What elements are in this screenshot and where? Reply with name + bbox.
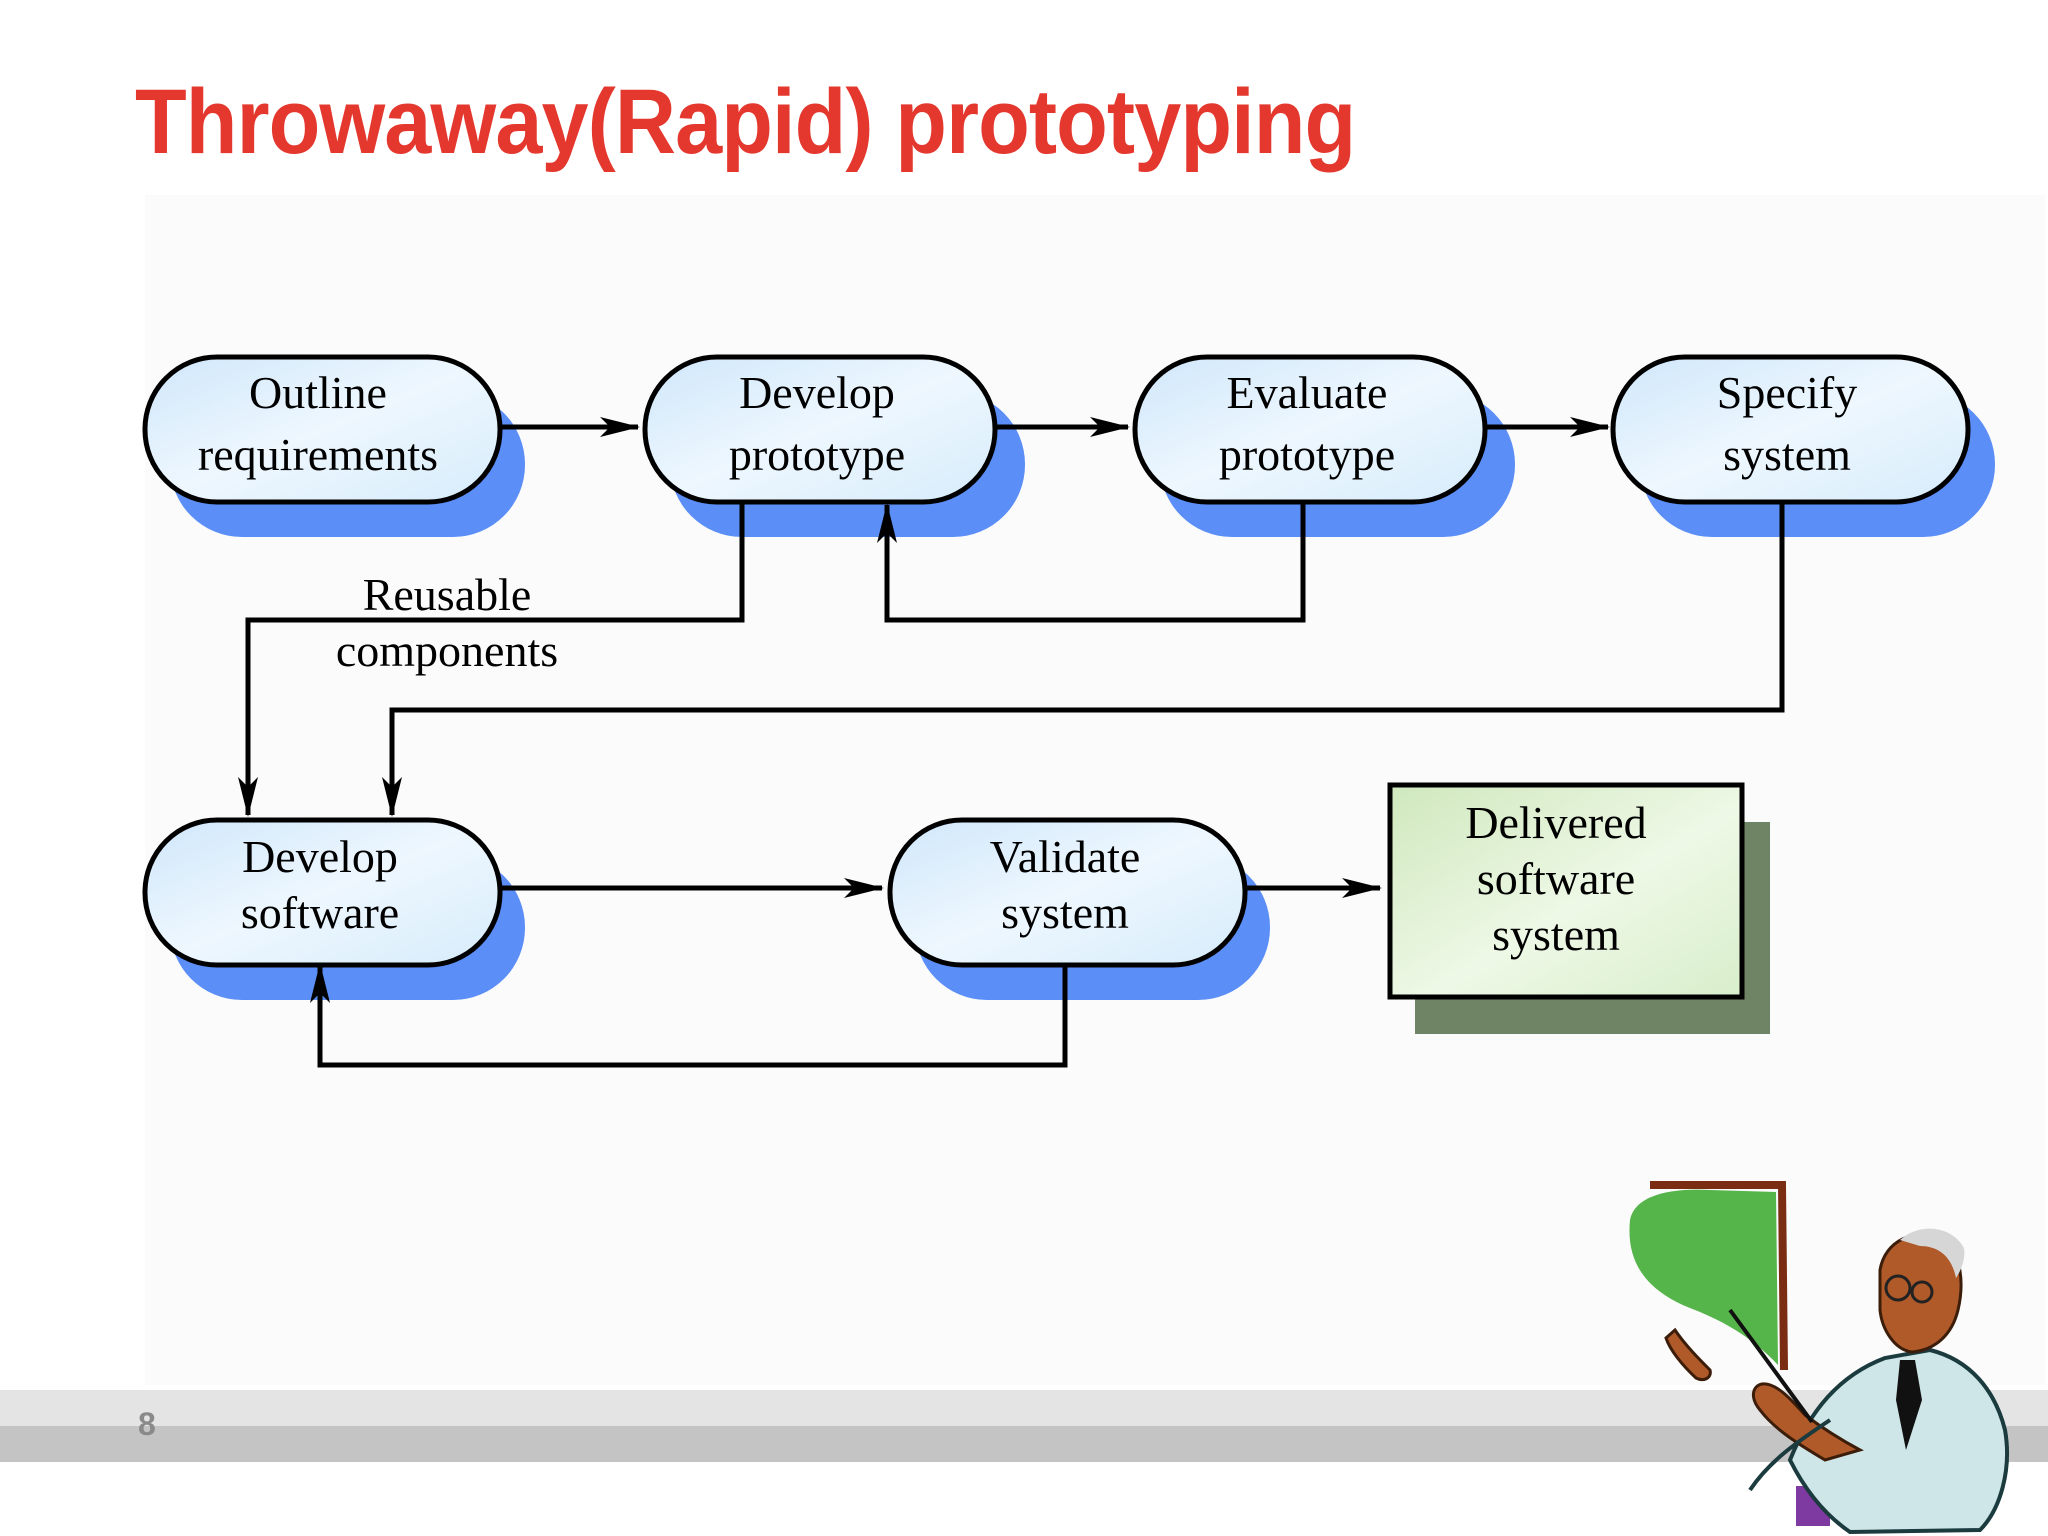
develop-software-label-line2: software bbox=[241, 887, 399, 938]
delivered-label-line3: system bbox=[1492, 909, 1620, 960]
develop-prototype-label-line2: prototype bbox=[729, 429, 905, 480]
validate-label-line1: Validate bbox=[990, 831, 1141, 882]
validate-label-line2: system bbox=[1001, 887, 1129, 938]
outline-label-line2: requirements bbox=[198, 429, 438, 480]
reusable-label-line1: Reusable bbox=[363, 569, 532, 620]
node-validate-system bbox=[887, 817, 1248, 968]
node-bodies bbox=[142, 354, 1971, 968]
specify-label-line1: Specify bbox=[1717, 367, 1858, 418]
connectors bbox=[238, 417, 1785, 1068]
footer-band bbox=[0, 1426, 2048, 1462]
develop-prototype-label-line1: Develop bbox=[739, 367, 895, 418]
delivered-label-line2: software bbox=[1477, 853, 1635, 904]
page-number: 8 bbox=[138, 1406, 156, 1442]
arrow-evaluate-loop bbox=[877, 500, 1306, 623]
presenter-with-board-icon bbox=[1629, 1181, 2009, 1535]
slide-title: Throwaway(Rapid) prototyping bbox=[135, 71, 1356, 173]
evaluate-label-line1: Evaluate bbox=[1227, 367, 1388, 418]
node-outline-requirements bbox=[142, 354, 503, 505]
node-evaluate-prototype bbox=[1132, 354, 1488, 505]
arrow-validate-loop bbox=[310, 960, 1068, 1068]
reusable-label-line2: components bbox=[336, 625, 558, 676]
evaluate-label-line2: prototype bbox=[1219, 429, 1395, 480]
arrow-reusable-components bbox=[238, 500, 745, 817]
outline-label-line1: Outline bbox=[249, 367, 387, 418]
delivered-label-line1: Delivered bbox=[1465, 797, 1646, 848]
node-develop-prototype bbox=[642, 354, 998, 505]
node-develop-software bbox=[142, 817, 503, 968]
footer-band-light bbox=[0, 1390, 2048, 1426]
develop-software-label-line1: Develop bbox=[242, 831, 398, 882]
specify-label-line2: system bbox=[1723, 429, 1851, 480]
arrow-specify-to-develop-software bbox=[382, 500, 1785, 817]
node-specify-system bbox=[1610, 354, 1971, 505]
node-delivered-software-system bbox=[1387, 782, 1745, 1000]
